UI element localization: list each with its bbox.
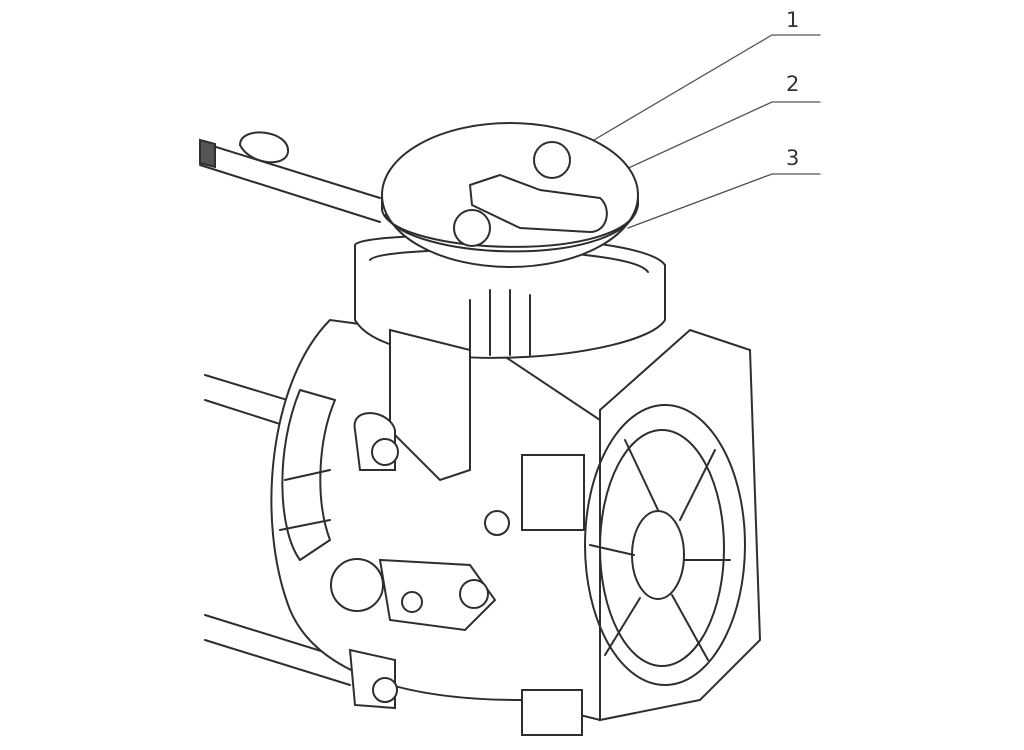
cap-slot	[469, 174, 608, 233]
callout-label-1: 1	[786, 8, 801, 32]
lower-nut	[372, 677, 398, 703]
neck-left-block	[389, 328, 471, 482]
callout-label-3: 3	[786, 146, 801, 170]
leader-line-2	[597, 101, 821, 183]
cap-button-2	[453, 209, 491, 247]
body-bolt	[484, 510, 510, 536]
top-cap	[381, 122, 639, 268]
rod-eyelet	[239, 131, 290, 164]
flange-outer-ring	[584, 404, 746, 686]
body-housing	[270, 318, 601, 722]
bracket-bolt	[401, 591, 423, 613]
bracket-pin	[459, 579, 489, 609]
side-port	[330, 558, 384, 612]
cap-button-1	[533, 141, 571, 179]
lever-pivot	[371, 438, 399, 466]
neck-section	[354, 234, 666, 482]
upper-rod	[199, 141, 381, 223]
flange-tab-bottom	[521, 689, 583, 736]
callout-label-2: 2	[786, 72, 801, 96]
fan-spokes	[589, 439, 731, 661]
leader-line-3	[627, 173, 821, 229]
right-flange	[521, 328, 762, 736]
body-left-window	[281, 389, 336, 561]
flange-plate	[599, 328, 762, 722]
leader-lines	[559, 34, 821, 229]
stem-lines	[469, 289, 531, 361]
body-ribs	[279, 469, 331, 531]
cap-top-face	[381, 122, 639, 268]
fan-hub	[631, 510, 685, 600]
side-fittings	[330, 412, 510, 710]
cap-rim	[384, 211, 637, 253]
leader-line-1	[559, 34, 821, 161]
flange-tab-top	[521, 454, 585, 531]
valve-body	[270, 318, 601, 722]
rod-end	[199, 138, 216, 169]
